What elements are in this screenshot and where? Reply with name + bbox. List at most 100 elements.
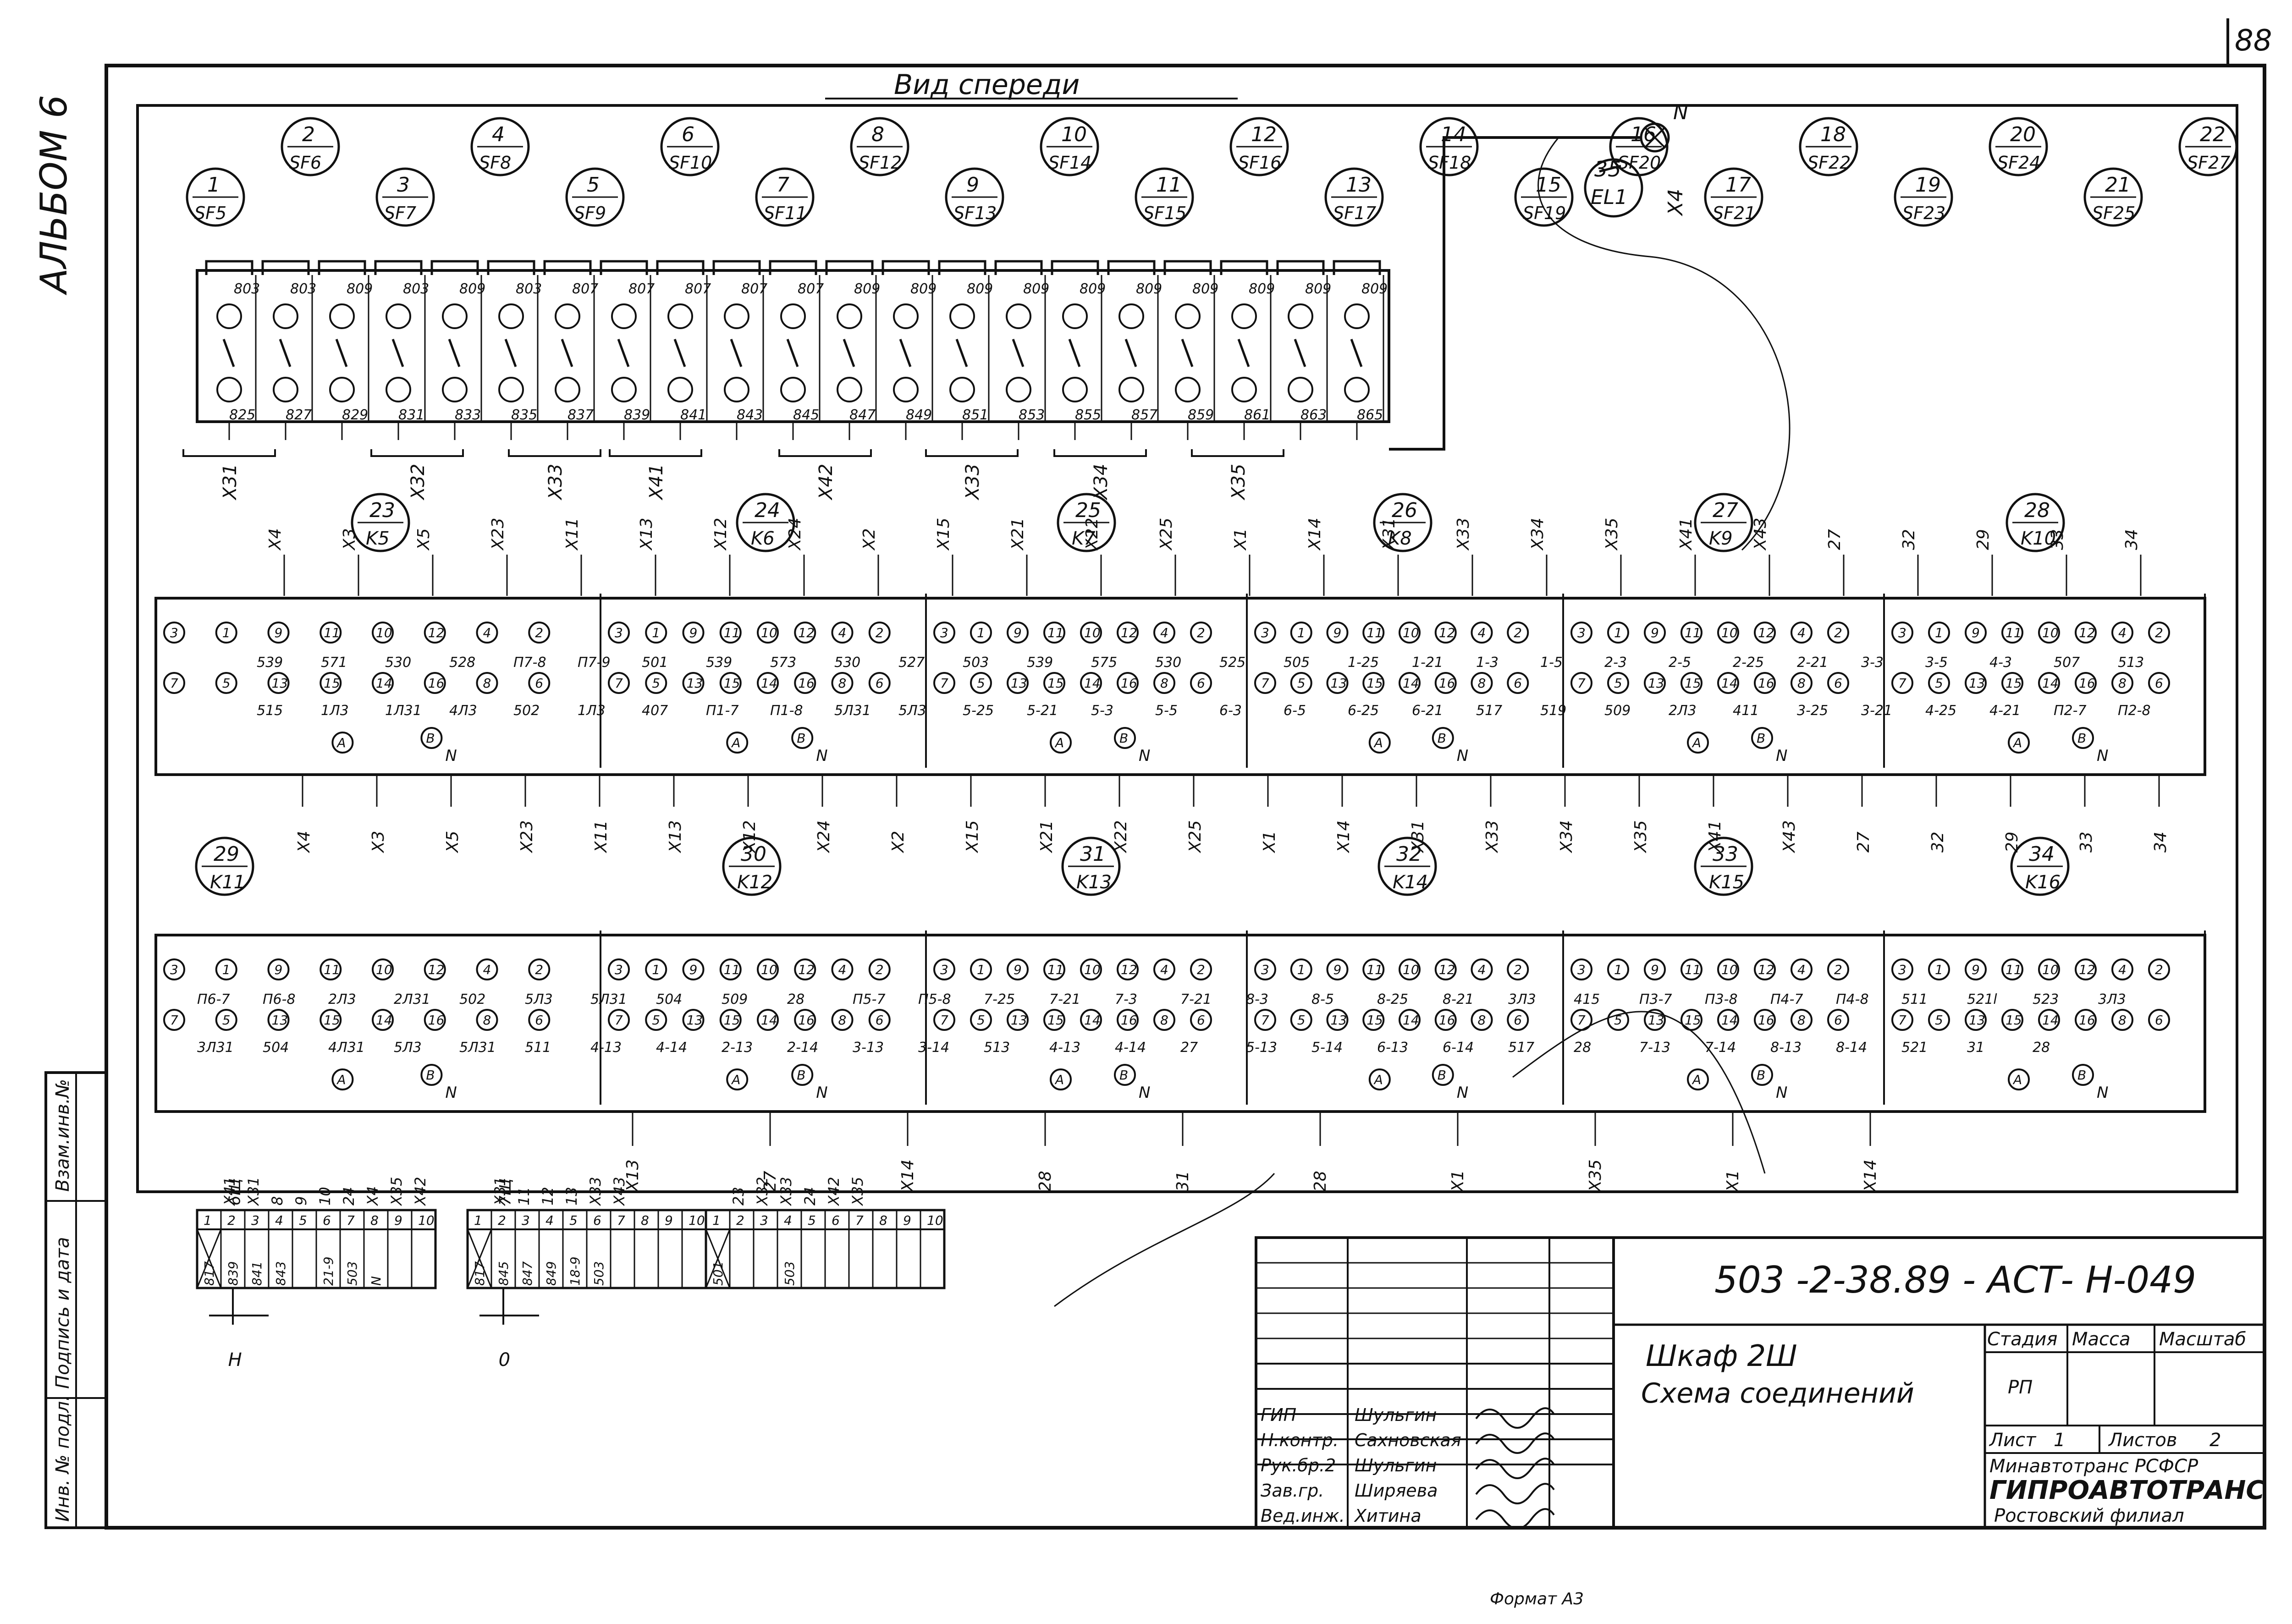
cable-label: X12 [740,775,759,853]
bus-label: Н [228,1349,242,1371]
breaker-group: X35 [1191,449,1284,501]
breaker-code: SF7 [384,203,416,223]
relay-code: K12 [737,872,772,893]
terminal-number: 15 [724,676,740,691]
cable-label: X35 [1586,1112,1605,1193]
terminal-number: 13 [1969,676,1985,691]
terminal-number: 5 [652,1013,660,1028]
coil-n: N [816,1084,827,1102]
cable-label: 31 [1174,1112,1192,1192]
terminal-header: X35 [849,1177,866,1206]
wire-label: 4-14 [1115,1040,1146,1056]
wire-label: 523 [2033,991,2059,1007]
lamp-num: 35 [1594,157,1621,182]
wire-label: 6-25 [1348,703,1379,719]
breaker-group: X41 [609,449,702,501]
terminal-number: 2 [1834,962,1842,977]
terminal-index: 1 [474,1213,482,1228]
svg-text:33: 33 [2048,529,2067,550]
panel-outline [136,104,2238,1193]
svg-text:X11: X11 [592,820,611,853]
signature-role: Вед.инж. [1261,1506,1345,1526]
wire-label: 1Л3 [321,703,349,719]
breaker-bottom-number: 835 [511,407,537,423]
stamp-replace-label: Взам.инв.№ [52,1079,73,1192]
relay-code: K15 [1709,872,1744,893]
title-line2: Схема соединений [1641,1377,1914,1409]
cable-label: X13 [623,1112,642,1193]
terminal-index: 10 [689,1213,705,1228]
terminal-number: 8 [2118,1013,2127,1028]
relay-num: 32 [1396,842,1422,866]
terminal-number: 7 [170,1013,178,1028]
terminal-cell: 845 [496,1261,511,1286]
cable-label: X25 [1186,775,1205,853]
terminal-number: 9 [1651,962,1659,977]
svg-text:X4: X4 [295,831,314,853]
coil-a: A [336,735,346,750]
terminal-number: 10 [1721,625,1738,640]
breaker-top-number: 809 [910,281,937,297]
coil-n: N [816,747,827,765]
terminal-number: 11 [724,962,740,977]
svg-text:X13: X13 [623,1160,642,1193]
relay-num: 29 [214,842,239,866]
coil-a: A [336,1072,346,1087]
terminal-number: 14 [2042,676,2059,691]
cable-label: X14 [1861,1112,1880,1193]
terminal-number: 1 [1935,962,1943,977]
svg-text:X2: X2 [860,528,879,551]
terminal-cell: 847 [520,1261,535,1286]
relay-code: K13 [1076,872,1112,893]
breaker-code: SF23 [1902,203,1945,223]
breaker-group-label: X41 [646,464,667,501]
terminal-number: 10 [761,962,777,977]
stamp-sign-label: Подпись и дата [52,1237,73,1389]
terminal-number: 5 [222,676,231,691]
terminal-number: 1 [977,625,985,640]
terminal-number: 7 [1577,1013,1586,1028]
svg-text:X34: X34 [1528,518,1547,551]
breaker-group-label: X32 [408,464,429,501]
svg-text:X41: X41 [1677,518,1696,551]
wire-label: 7-3 [1115,991,1137,1007]
terminal-number: 3 [615,962,623,977]
signature-mark [1475,1483,1555,1504]
terminal-block-name: 6Щ [226,1178,244,1206]
breaker-group-label: X31 [220,464,241,501]
relay-num: 31 [1080,842,1106,866]
terminal-number: 9 [1651,625,1659,640]
terminal-header: X42 [412,1177,429,1206]
terminal-index: 2 [498,1213,506,1228]
svg-text:X22: X22 [1083,518,1102,551]
signature-name: Сахновская [1355,1430,1461,1450]
svg-text:X12: X12 [711,518,730,551]
svg-text:X25: X25 [1157,518,1176,551]
terminal-number: 8 [1797,676,1806,691]
svg-text:34: 34 [2122,529,2141,550]
wire-label: П7-8 [513,655,546,671]
terminal-number: 4 [1478,625,1486,640]
breaker-num: 19 [1915,173,1941,197]
terminal-number: 6 [876,676,884,691]
terminal-cell: N [369,1276,384,1286]
terminal-number: 14 [1721,676,1738,691]
terminal-number: 5 [1614,1013,1622,1028]
wire-label: 502 [459,991,485,1007]
album-label: АЛЬБОМ 6 [33,95,75,296]
terminal-number: 15 [724,1013,740,1028]
terminal-number: 2 [2155,962,2163,977]
breaker-num: 3 [397,173,410,197]
svg-text:X35: X35 [1631,820,1650,853]
coil-a: A [1373,1072,1383,1087]
cable-label: X4 [266,528,285,596]
svg-text:X1: X1 [1449,1170,1467,1193]
terminal-number: 14 [2042,1013,2059,1028]
signature-name: Шульгин [1355,1405,1437,1425]
wire-label: 507 [2054,655,2080,671]
breaker-top-number: 809 [854,281,880,297]
